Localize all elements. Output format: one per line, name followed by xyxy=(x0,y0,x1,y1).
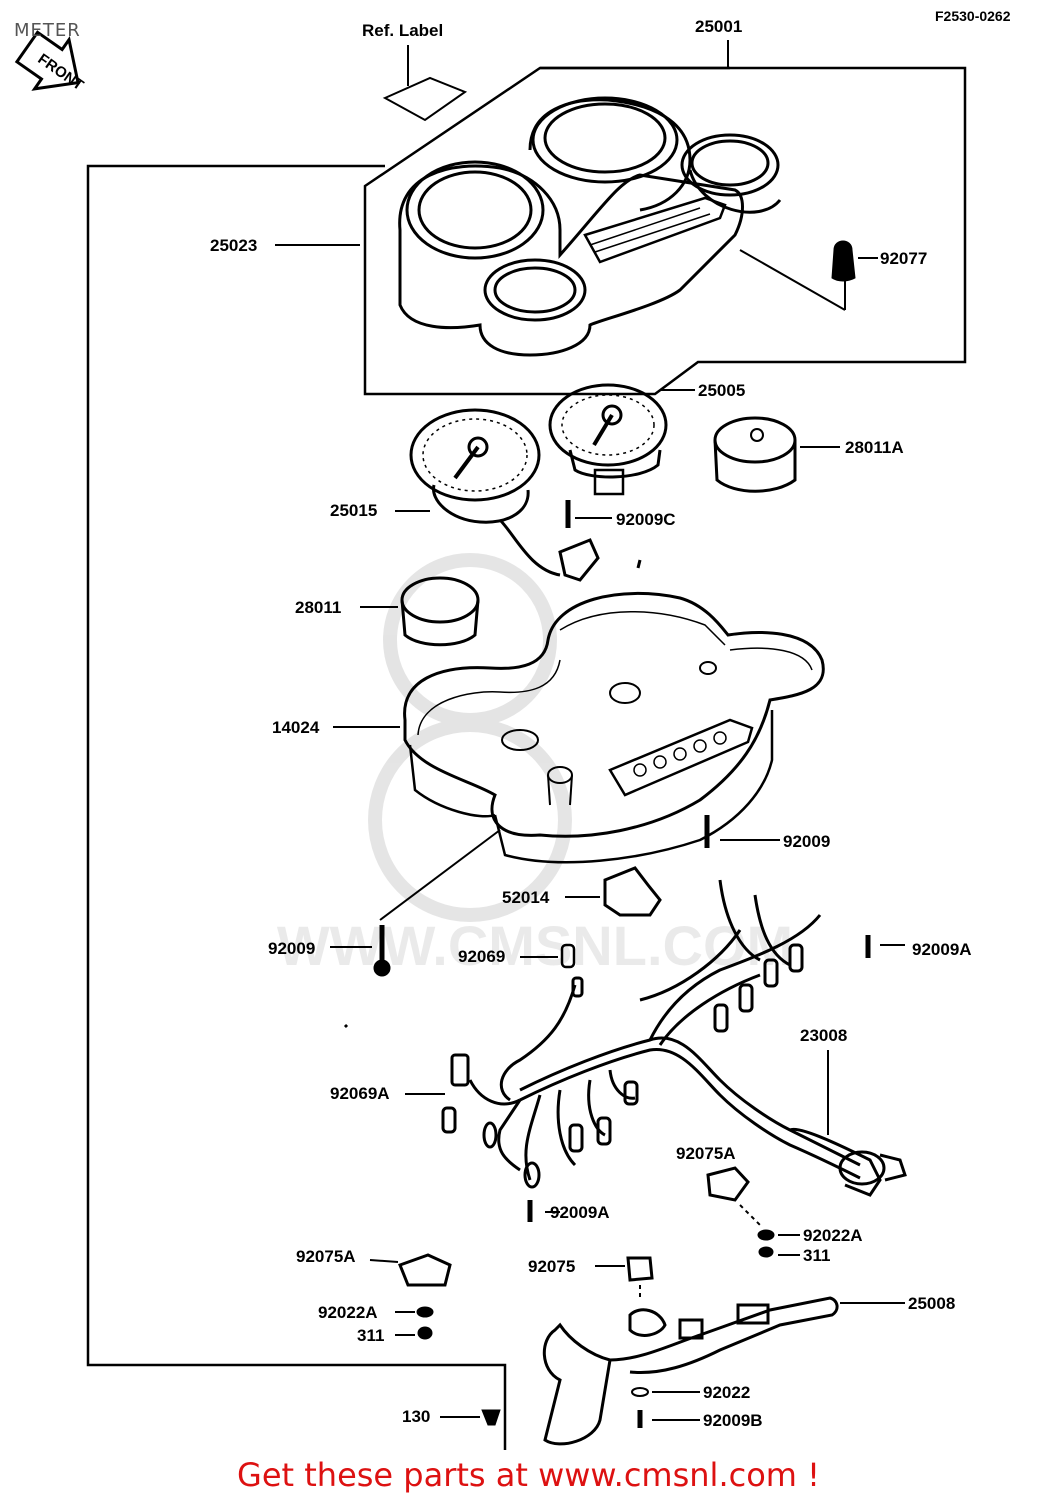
callout-92009B: 92009B xyxy=(703,1411,763,1430)
diagram-code: F2530-0262 xyxy=(935,8,1011,24)
bracket-25008 xyxy=(542,1296,839,1446)
callout-92009C: 92009C xyxy=(616,510,676,529)
callout-23008: 23008 xyxy=(800,1026,848,1045)
wiring-harness-23008 xyxy=(441,879,907,1197)
callout-52014: 52014 xyxy=(502,888,550,907)
callout-130: 130 xyxy=(402,1407,431,1426)
callout-92009-left: 92009 xyxy=(268,939,316,958)
meter-cover-25023 xyxy=(398,96,782,357)
callout-28011A: 28011A xyxy=(845,438,904,457)
cap-92077 xyxy=(831,240,856,282)
callout-311-left: 311 xyxy=(357,1326,385,1345)
callout-25008: 25008 xyxy=(908,1294,956,1313)
callout-92009A-low: 92009A xyxy=(550,1203,610,1222)
callout-92075A-left: 92075A xyxy=(296,1247,356,1266)
callout-28011: 28011 xyxy=(295,598,342,617)
footer-cta-link[interactable]: Get these parts at www.cmsnl.com ! xyxy=(237,1456,820,1494)
ref-label-shape xyxy=(382,76,468,122)
tachometer-25005 xyxy=(548,383,668,496)
callout-92077: 92077 xyxy=(880,249,928,268)
callout-92022A-right: 92022A xyxy=(803,1226,863,1245)
callout-92069A: 92069A xyxy=(330,1084,390,1103)
grommet-92075 xyxy=(626,1256,654,1282)
callout-25023: 25023 xyxy=(210,236,258,255)
watermark-logo xyxy=(368,553,572,922)
callout-92075: 92075 xyxy=(528,1257,576,1276)
callout-92009-right: 92009 xyxy=(783,832,831,851)
callout-311-right: 311 xyxy=(803,1246,831,1265)
callout-25005: 25005 xyxy=(698,381,746,400)
assembly-bracket-line xyxy=(86,164,507,1450)
callout-92069: 92069 xyxy=(458,947,506,966)
callout-25001: 25001 xyxy=(695,17,743,36)
callout-25015: 25015 xyxy=(330,501,378,520)
meter-case-14024 xyxy=(403,591,825,864)
callout-92022: 92022 xyxy=(703,1383,751,1402)
gauge-28011 xyxy=(400,576,480,647)
section-title: METER xyxy=(14,20,81,41)
front-arrow-icon xyxy=(14,30,80,91)
callout-92009A-right: 92009A xyxy=(912,940,972,959)
speedometer-25015 xyxy=(409,408,561,577)
callout-ref-label: Ref. Label xyxy=(362,21,444,40)
switch-52014 xyxy=(603,866,662,917)
callout-14024: 14024 xyxy=(272,718,320,737)
watermark-text: WWW.CMSNL.COM xyxy=(277,914,793,977)
callout-92075A-top: 92075A xyxy=(676,1144,736,1163)
gauge-28011A xyxy=(713,416,797,493)
grommet-92075A-left xyxy=(398,1253,452,1287)
grommet-92075A-top xyxy=(706,1166,750,1202)
callout-92022A-left: 92022A xyxy=(318,1303,378,1322)
